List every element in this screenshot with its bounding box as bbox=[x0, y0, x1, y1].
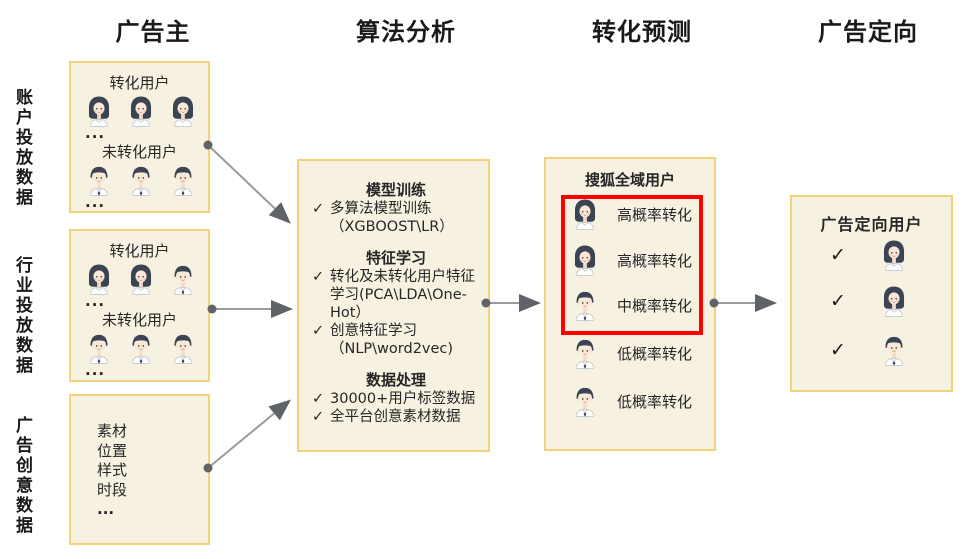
female-user-icon bbox=[879, 239, 909, 271]
more-users-ellipsis: ... bbox=[85, 292, 106, 310]
bullet-item: ✓ 创意特征学习 （NLP\word2vec) bbox=[312, 322, 480, 358]
male-user-icon bbox=[126, 164, 156, 196]
probability-label: 低概率转化 bbox=[617, 392, 693, 411]
probability-label: 低概率转化 bbox=[617, 344, 693, 363]
prediction-row: 低概率转化 bbox=[570, 337, 692, 369]
check-icon: ✓ bbox=[312, 391, 325, 407]
bullet-item: ✓ 多算法模型训练 （XGBOOST\LR） bbox=[312, 200, 480, 236]
male-user-icon bbox=[126, 332, 156, 364]
check-icon: ✓ bbox=[312, 409, 325, 425]
unconverted-users-label: 未转化用户 bbox=[101, 311, 177, 329]
male-user-icon bbox=[168, 263, 198, 295]
creative-line: ... bbox=[97, 500, 115, 518]
prediction-row: 中概率转化 bbox=[570, 289, 692, 321]
targeting-panel: 广告定向用户 ✓ ✓ ✓ bbox=[790, 195, 953, 392]
female-user-icon bbox=[879, 285, 909, 317]
check-icon: ✓ bbox=[312, 269, 325, 285]
check-icon: ✓ bbox=[312, 201, 325, 217]
targeting-row: ✓ bbox=[830, 284, 909, 318]
male-user-icon bbox=[84, 332, 114, 364]
female-user-icon bbox=[570, 244, 600, 276]
arrow-account-to-algorithm bbox=[207, 144, 291, 224]
algorithm-panel: 模型训练 ✓ 多算法模型训练 （XGBOOST\LR） 特征学习 ✓ 转化及未转… bbox=[297, 159, 490, 452]
female-user-icon bbox=[84, 95, 114, 127]
male-user-icon bbox=[168, 164, 198, 196]
bullet-line: 全平台创意素材数据 bbox=[330, 409, 461, 425]
creative-line: 时段 bbox=[97, 480, 128, 499]
section-title: 模型训练 bbox=[365, 181, 426, 199]
prediction-title: 搜狐全域用户 bbox=[584, 171, 675, 189]
prediction-panel: 搜狐全域用户 高概率转化 高概率转化 中概率转化 低概率转化 低概率转化 bbox=[544, 157, 716, 451]
more-users-ellipsis: ... bbox=[85, 361, 106, 379]
prediction-row: 高概率转化 bbox=[570, 244, 692, 276]
probability-label: 高概率转化 bbox=[617, 251, 693, 270]
creative-data-panel: 素材 位置 样式 时段 ... bbox=[69, 394, 210, 545]
male-user-icon bbox=[879, 334, 909, 366]
targeting-row: ✓ bbox=[830, 333, 909, 367]
male-user-icon bbox=[84, 164, 114, 196]
targeting-row: ✓ bbox=[830, 238, 909, 272]
converted-users-icons bbox=[71, 263, 208, 295]
probability-label: 中概率转化 bbox=[617, 296, 693, 315]
creative-line: 样式 bbox=[97, 461, 128, 479]
section-title: 特征学习 bbox=[365, 249, 426, 267]
high-probability-highlight-box bbox=[561, 195, 703, 335]
feature-learning-section: 特征学习 ✓ 转化及未转化用户特征 学习(PCA\LDA\One- Hot） ✓… bbox=[312, 249, 480, 358]
more-users-ellipsis: ... bbox=[85, 124, 106, 142]
probability-label: 高概率转化 bbox=[617, 205, 693, 224]
industry-data-panel: 转化用户 ... 未转化用户 ... bbox=[69, 229, 210, 382]
header-conversion-predict: 转化预测 bbox=[592, 18, 692, 46]
prediction-row: 高概率转化 bbox=[570, 198, 692, 230]
bullet-line: （XGBOOST\LR） bbox=[330, 219, 454, 235]
unconverted-users-label: 未转化用户 bbox=[101, 143, 177, 161]
converted-users-label: 转化用户 bbox=[109, 242, 170, 260]
check-icon: ✓ bbox=[830, 339, 846, 361]
bullet-item: ✓ 全平台创意素材数据 bbox=[312, 408, 480, 426]
male-user-icon bbox=[570, 289, 600, 321]
check-icon: ✓ bbox=[830, 290, 846, 312]
header-advertiser: 广告主 bbox=[115, 18, 191, 46]
male-user-icon bbox=[570, 385, 600, 417]
female-user-icon bbox=[126, 263, 156, 295]
side-label-account-data: 账户投放数据 bbox=[12, 88, 32, 208]
male-user-icon bbox=[570, 337, 600, 369]
header-ad-targeting: 广告定向 bbox=[818, 18, 918, 46]
converted-users-icons bbox=[71, 95, 208, 127]
header-algorithm-analysis: 算法分析 bbox=[356, 18, 456, 46]
female-user-icon bbox=[126, 95, 156, 127]
bullet-line: （NLP\word2vec) bbox=[330, 341, 454, 357]
check-icon: ✓ bbox=[830, 244, 846, 266]
bullet-item: ✓ 30000+用户标签数据 bbox=[312, 390, 480, 408]
bullet-line: Hot） bbox=[330, 305, 370, 321]
bullet-line: 多算法模型训练 bbox=[330, 201, 432, 217]
bullet-line: 学习(PCA\LDA\One- bbox=[330, 287, 467, 303]
account-data-panel: 转化用户 ... 未转化用户 ... bbox=[69, 61, 210, 213]
data-processing-section: 数据处理 ✓ 30000+用户标签数据 ✓ 全平台创意素材数据 bbox=[312, 371, 480, 426]
female-user-icon bbox=[84, 263, 114, 295]
unconverted-users-icons bbox=[71, 164, 208, 196]
male-user-icon bbox=[168, 332, 198, 364]
side-label-industry-data: 行业投放数据 bbox=[12, 256, 32, 376]
check-icon: ✓ bbox=[312, 323, 325, 339]
female-user-icon bbox=[168, 95, 198, 127]
more-users-ellipsis: ... bbox=[85, 193, 106, 211]
creative-line: 素材 bbox=[97, 422, 128, 440]
bullet-line: 转化及未转化用户特征 bbox=[330, 269, 475, 285]
arrow-creative-to-algorithm bbox=[207, 399, 292, 469]
model-training-section: 模型训练 ✓ 多算法模型训练 （XGBOOST\LR） bbox=[312, 181, 480, 236]
unconverted-users-icons bbox=[71, 332, 208, 364]
bullet-item: ✓ 转化及未转化用户特征 学习(PCA\LDA\One- Hot） bbox=[312, 268, 480, 322]
targeting-title: 广告定向用户 bbox=[820, 215, 923, 234]
prediction-row: 低概率转化 bbox=[570, 385, 692, 417]
female-user-icon bbox=[570, 198, 600, 230]
bullet-line: 30000+用户标签数据 bbox=[330, 391, 476, 407]
converted-users-label: 转化用户 bbox=[109, 74, 170, 92]
bullet-line: 创意特征学习 bbox=[330, 323, 417, 339]
creative-line: 位置 bbox=[97, 441, 128, 460]
section-title: 数据处理 bbox=[365, 371, 426, 389]
side-label-creative-data: 广告创意数据 bbox=[12, 416, 32, 536]
